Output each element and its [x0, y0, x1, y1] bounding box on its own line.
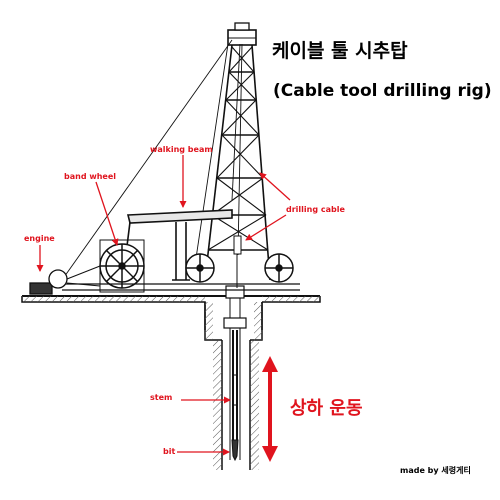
label-bit: bit	[163, 447, 176, 456]
ground	[21, 295, 321, 330]
credit-text: made by 세령게티	[400, 466, 471, 475]
up-down-motion-arrow	[262, 356, 278, 462]
label-walking-beam: walking beam	[150, 145, 213, 154]
calf-wheel	[264, 253, 294, 283]
arrow-band-wheel	[95, 181, 119, 246]
motion-label: 상하 운동	[290, 398, 363, 419]
label-engine: engine	[24, 234, 55, 243]
derrick	[204, 22, 271, 281]
drilling-line-tools	[233, 235, 242, 288]
title-english: (Cable tool drilling rig)	[273, 81, 492, 101]
annotation-arrows	[36, 155, 291, 456]
label-band-wheel: band wheel	[64, 172, 117, 181]
rig-floor	[62, 283, 300, 291]
label-stem: stem	[150, 393, 173, 402]
arrow-drilling-cable-2	[245, 214, 287, 241]
drill-bit	[231, 439, 239, 462]
engine-machine	[29, 265, 101, 295]
arrow-drilling-cable-1	[259, 172, 291, 201]
drill-stem	[232, 330, 238, 440]
title-korean: 케이블 툴 시추탑	[272, 40, 408, 62]
cables	[61, 39, 243, 281]
label-drilling-cable: drilling cable	[286, 205, 345, 214]
casing-head	[223, 285, 247, 329]
bull-wheel	[185, 253, 215, 283]
